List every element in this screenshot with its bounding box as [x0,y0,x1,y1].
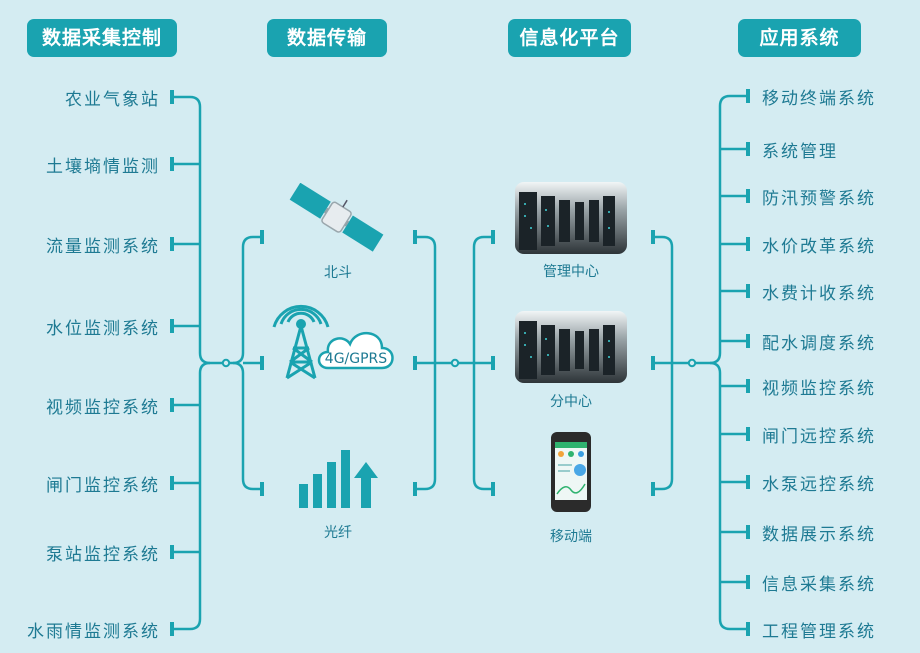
transmission-bracket-lower [232,361,262,491]
header-information-platform: 信息化平台 [508,19,631,57]
acquisition-item: 水雨情监测系统 [27,622,160,642]
platform-out-endpoint [651,230,655,244]
left-endpoint [170,622,174,636]
header-application-systems: 应用系统 [738,19,861,57]
left-bracket-upper [172,95,226,365]
application-item: 闸门远控系统 [762,427,876,447]
right-endpoint [746,525,750,539]
right-endpoint [746,89,750,103]
right-endpoint [746,427,750,441]
cloud-icon [317,332,394,370]
fiber-label: 光纤 [324,525,352,541]
left-endpoint [170,237,174,251]
left-endpoint [170,319,174,333]
acquisition-item: 视频监控系统 [46,398,160,418]
platform-in-bracket [472,235,493,491]
application-item: 工程管理系统 [762,622,876,642]
management-center-label: 管理中心 [543,264,599,280]
sub-center-image [515,311,627,383]
header-data-transmission: 数据传输 [267,19,387,57]
junction-node [450,358,460,368]
junction-node [687,358,697,368]
application-item: 移动终端系统 [762,89,876,109]
right-endpoint [746,379,750,393]
right-endpoint [746,189,750,203]
application-item: 系统管理 [762,142,838,162]
left-endpoint [170,398,174,412]
right-bracket-upper [692,94,748,365]
left-endpoint [170,157,174,171]
left-endpoint [170,90,174,104]
right-endpoint [746,334,750,348]
right-endpoint [746,575,750,589]
application-item: 水价改革系统 [762,237,876,257]
platform-endpoint [491,482,495,496]
right-endpoint [746,475,750,489]
platform-endpoint [491,356,495,370]
acquisition-item: 土壤墒情监测 [46,157,160,177]
platform-endpoint [491,230,495,244]
transmission-bracket-upper [226,235,262,365]
cell-tower-icon [272,304,330,380]
application-item: 数据展示系统 [762,525,876,545]
acquisition-item: 水位监测系统 [46,319,160,339]
smartphone-icon [551,432,591,512]
application-item: 水费计收系统 [762,284,876,304]
right-endpoint [746,284,750,298]
application-item: 视频监控系统 [762,379,876,399]
application-item: 水泵远控系统 [762,475,876,495]
transmission-endpoint [260,482,264,496]
mobile-label: 移动端 [550,529,592,545]
junction-node [221,358,231,368]
transmission-out-endpoint [413,482,417,496]
right-endpoint [746,237,750,251]
acquisition-item: 流量监测系统 [46,237,160,257]
acquisition-item: 泵站监控系统 [46,545,160,565]
left-endpoint [170,545,174,559]
transmission-endpoint [260,230,264,244]
application-item: 信息采集系统 [762,575,876,595]
application-item: 防汛预警系统 [762,189,876,209]
header-data-acquisition: 数据采集控制 [27,19,177,57]
management-center-image [515,182,627,254]
acquisition-item: 农业气象站 [65,90,160,110]
right-endpoint [746,142,750,156]
platform-out-endpoint [651,356,655,370]
transmission-endpoint [260,356,264,370]
transmission-out-endpoint [413,356,417,370]
application-item: 配水调度系统 [762,334,876,354]
network-badge: 4G/GPRS [324,351,388,367]
sub-center-label: 分中心 [550,394,592,410]
right-endpoint [746,622,750,636]
right-bracket-lower [709,361,748,631]
transmission-out-endpoint [413,230,417,244]
satellite-icon [289,183,384,252]
left-endpoint [170,476,174,490]
left-bracket-lower [172,361,211,631]
signal-bars-icon [299,450,378,508]
acquisition-item: 闸门监控系统 [46,476,160,496]
beidou-label: 北斗 [324,265,352,281]
platform-out-endpoint [651,482,655,496]
